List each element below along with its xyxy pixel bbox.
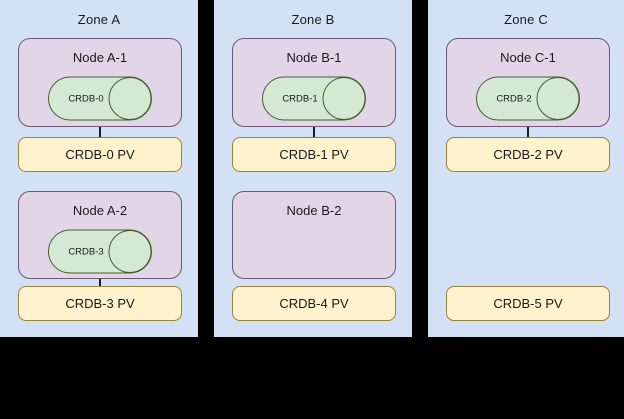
zone-a[interactable]: Zone A Node A-1 CRDB-0 CRDB-0 PV Node A-…: [0, 0, 198, 337]
pv-crdb-2[interactable]: CRDB-2 PV: [446, 137, 610, 172]
zone-a-label: Zone A: [77, 12, 121, 27]
node-b-2[interactable]: Node B-2: [232, 191, 396, 279]
node-c-1-label: Node C-1: [500, 50, 556, 65]
node-a-1-label: Node A-1: [72, 50, 128, 65]
database-crdb-2[interactable]: CRDB-2: [476, 76, 580, 121]
pv-crdb-5[interactable]: CRDB-5 PV: [446, 286, 610, 321]
pv-crdb-2-label: CRDB-2 PV: [493, 147, 563, 162]
pv-crdb-3[interactable]: CRDB-3 PV: [18, 286, 182, 321]
node-b-1[interactable]: Node B-1 CRDB-1: [232, 38, 396, 127]
cylinder-icon: [476, 76, 580, 121]
cylinder-icon: [48, 229, 152, 274]
node-a-2-label: Node A-2: [72, 203, 128, 218]
connector-node-b-1-to-pv: [313, 127, 315, 138]
node-a-2[interactable]: Node A-2 CRDB-3: [18, 191, 182, 279]
pv-crdb-4-label: CRDB-4 PV: [279, 296, 349, 311]
database-crdb-3[interactable]: CRDB-3: [48, 229, 152, 274]
pv-crdb-1[interactable]: CRDB-1 PV: [232, 137, 396, 172]
zone-b-label: Zone B: [291, 12, 335, 27]
node-c-1[interactable]: Node C-1 CRDB-2: [446, 38, 610, 127]
database-crdb-0[interactable]: CRDB-0: [48, 76, 152, 121]
zone-c[interactable]: Zone C Node C-1 CRDB-2 CRDB-2 PV CRDB-5 …: [428, 0, 624, 337]
cylinder-icon: [262, 76, 366, 121]
pv-crdb-0[interactable]: CRDB-0 PV: [18, 137, 182, 172]
connector-node-c-1-to-pv: [527, 127, 529, 138]
zone-c-label: Zone C: [504, 12, 548, 27]
pv-crdb-1-label: CRDB-1 PV: [279, 147, 349, 162]
pv-crdb-4[interactable]: CRDB-4 PV: [232, 286, 396, 321]
pv-crdb-5-label: CRDB-5 PV: [493, 296, 563, 311]
database-crdb-1[interactable]: CRDB-1: [262, 76, 366, 121]
connector-node-a-2-to-pv: [99, 279, 101, 287]
node-a-1[interactable]: Node A-1 CRDB-0: [18, 38, 182, 127]
connector-node-a-1-to-pv: [99, 127, 101, 138]
pv-crdb-3-label: CRDB-3 PV: [65, 296, 135, 311]
cylinder-icon: [48, 76, 152, 121]
pv-crdb-0-label: CRDB-0 PV: [65, 147, 135, 162]
node-b-2-label: Node B-2: [286, 203, 342, 218]
zone-b[interactable]: Zone B Node B-1 CRDB-1 CRDB-1 PV Node B-…: [214, 0, 412, 337]
node-b-1-label: Node B-1: [286, 50, 342, 65]
